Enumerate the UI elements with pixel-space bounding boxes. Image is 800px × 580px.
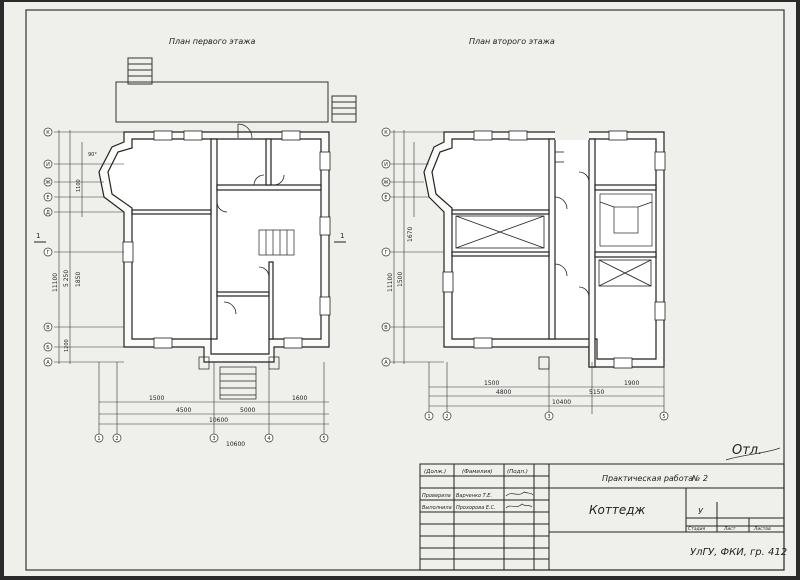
dim-4500-p1: 4500	[176, 407, 191, 414]
stamp-header-position: (Долж.)	[424, 469, 446, 475]
dim-1670-p2: 1670	[407, 227, 414, 242]
stamp-checked-role: Проверила	[422, 493, 451, 499]
grade-mark-underline	[725, 447, 781, 461]
signature-done	[505, 503, 533, 509]
row-axis-label: И	[384, 162, 388, 168]
plan1-terrace	[115, 57, 357, 123]
stamp-checked-name: Варченко Т.Е.	[456, 493, 492, 499]
plan1-col-axes	[94, 433, 329, 443]
row-axis-label: И	[46, 162, 50, 168]
signature-checked	[505, 491, 534, 497]
section-mark-left: 1	[36, 232, 40, 240]
row-axis-label: Е	[46, 195, 49, 201]
stamp-done-name: Прохорова Е.С.	[456, 505, 496, 511]
dim-1200-p1: 1200	[64, 339, 70, 352]
sheet-label: Лист	[723, 526, 736, 532]
row-axis-label: А	[46, 360, 50, 366]
plan1-horizontal-dims	[98, 362, 329, 434]
col-axis-label: 5	[662, 414, 665, 420]
dim-10600-p1: 10600	[209, 417, 228, 424]
row-axis-label: Б	[46, 345, 50, 351]
dim-5250-p1: 5 250	[63, 270, 70, 287]
dim-4800-p2: 4800	[496, 389, 511, 396]
dim-1900-p2: 1900	[624, 380, 639, 387]
stage-label: Стадия	[688, 526, 706, 532]
plan2-row-axes	[381, 127, 391, 367]
row-axis-label: В	[384, 325, 388, 331]
col-axis-label: 2	[445, 414, 448, 420]
row-axis-label: Ж	[383, 180, 389, 186]
plan1-vertical-dims	[54, 130, 124, 364]
dim-11100-p2: 11100	[387, 273, 394, 292]
stage-value: У	[698, 507, 704, 516]
angle-90: 90°	[88, 152, 97, 158]
dim-1850-p1: 1850	[75, 272, 82, 287]
plan2-windows	[442, 130, 666, 369]
dim-5150-p2: 5150	[589, 389, 604, 396]
plan1-row-axis-labels: К И Ж Е Д Г В Б А	[45, 130, 51, 366]
organization: УлГУ, ФКИ, гр. 412	[690, 547, 787, 558]
row-axis-label: К	[46, 130, 50, 136]
plan1-stair	[198, 229, 295, 400]
stamp-header-signature: (Подп.)	[507, 469, 528, 475]
section-mark-right: 1	[340, 232, 344, 240]
stamp-done-role: Выполнила	[422, 505, 452, 511]
dim-1500v-p2: 1500	[397, 272, 404, 287]
plan2-row-axis-labels: К И Ж Е Г В А	[383, 130, 389, 366]
plan1-doors	[216, 123, 285, 315]
col-axis-label: 2	[115, 436, 118, 442]
row-axis-label: Е	[384, 195, 387, 201]
dim-11100-p1: 11100	[52, 273, 59, 292]
row-axis-label: Ж	[45, 180, 51, 186]
plan2-col-axes	[424, 411, 669, 421]
plan1-row-axes	[43, 127, 53, 367]
dim-1100-p1: 1100	[76, 179, 82, 192]
row-axis-label: Г	[46, 250, 49, 256]
plan2-doors	[538, 151, 590, 370]
dim-10600b-p1: 10600	[226, 441, 245, 448]
plan2-stair	[599, 193, 653, 247]
plan1-windows	[122, 130, 331, 349]
title-block-text: (Долж.) (Фамилия) (Подп.) Проверила Варч…	[422, 469, 528, 511]
project-title: Коттедж	[589, 503, 646, 517]
grade-mark: Отл.	[732, 443, 762, 458]
row-axis-label: В	[46, 325, 50, 331]
row-axis-label: А	[384, 360, 388, 366]
row-axis-label: Д	[46, 210, 50, 216]
plan2-col-axis-labels: 1 2 3 5	[427, 414, 665, 420]
dim-10400-p2: 10400	[552, 399, 571, 406]
col-axis-label: 1	[97, 436, 100, 442]
plan2-title: План второго этажа	[469, 37, 555, 46]
plan2-voids	[455, 215, 652, 287]
plan1-col-axis-labels: 1 2 3 4 5	[97, 436, 325, 442]
sheets-label: Листов	[753, 526, 771, 532]
dim-1500-p2: 1500	[484, 380, 499, 387]
plan1-title: План первого этажа	[169, 37, 255, 46]
paper	[4, 2, 796, 576]
plan2-vertical-dims	[384, 130, 444, 364]
row-axis-label: Г	[384, 250, 387, 256]
dim-1500-p1: 1500	[149, 395, 164, 402]
plan2-walls	[423, 130, 665, 368]
col-axis-label: 1	[427, 414, 430, 420]
dim-5000-p1: 5000	[240, 407, 255, 414]
architectural-drawing: План первого этажа	[4, 2, 796, 576]
col-axis-label: 5	[322, 436, 325, 442]
col-axis-label: 3	[212, 436, 215, 442]
col-axis-label: 3	[547, 414, 550, 420]
work-name: Практическая работа	[602, 474, 693, 483]
drawing-sheet: План первого этажа	[4, 2, 796, 576]
plan2-horizontal-dims	[428, 362, 665, 414]
plan1-walls	[98, 131, 330, 363]
frame-border	[25, 9, 785, 571]
col-axis-label: 4	[267, 436, 270, 442]
stamp-header-surname: (Фамилия)	[462, 469, 493, 475]
title-block	[419, 463, 785, 571]
dim-1600-p1: 1600	[292, 395, 307, 402]
row-axis-label: К	[384, 130, 388, 136]
work-number: № 2	[691, 474, 708, 483]
